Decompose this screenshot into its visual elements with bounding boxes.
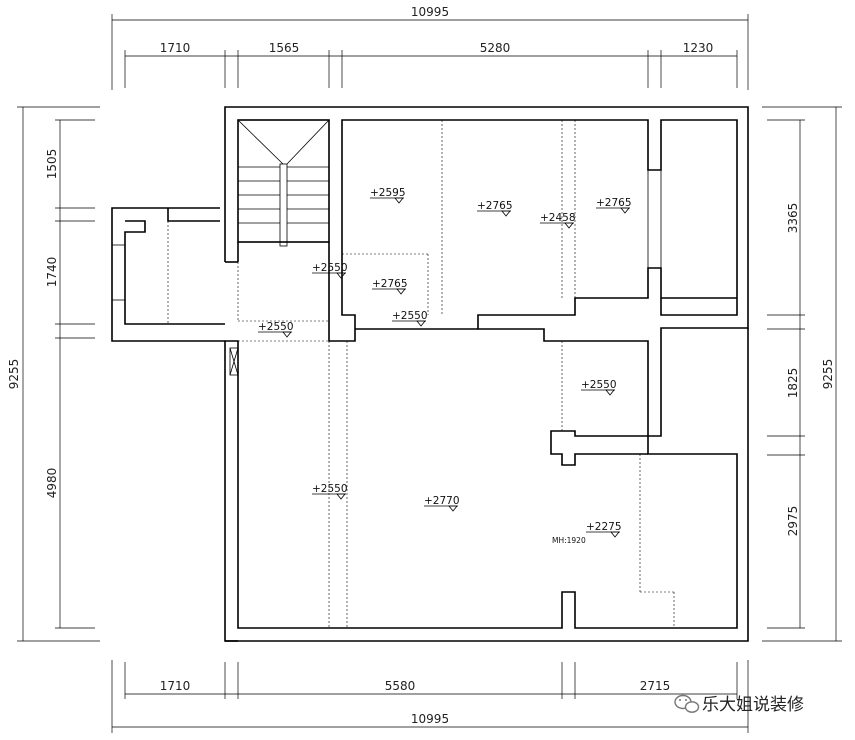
bottom-dimension-2: 5580 — [385, 679, 416, 693]
level-label: +2458 — [540, 212, 576, 224]
left-dimension-chain: 9255 1505 1740 4980 — [7, 106, 100, 642]
level-label: +2765 — [596, 197, 632, 209]
level-label: +2550 — [581, 379, 617, 391]
level-marker: +2765 — [477, 200, 513, 217]
level-label: +2550 — [312, 483, 348, 495]
level-label: +2765 — [477, 200, 513, 212]
level-label: +2595 — [370, 187, 406, 199]
top-dimension-4: 1230 — [683, 41, 714, 55]
level-marker: +2770 — [424, 495, 460, 512]
bottom-dimension-1: 1710 — [160, 679, 191, 693]
top-total-dimension: 10995 — [411, 5, 449, 19]
level-label: +2550 — [312, 262, 348, 274]
closet-symbol — [229, 347, 239, 376]
right-total-dimension: 9255 — [821, 359, 835, 390]
bottom-dimension-chain: 1710 5580 2715 10995 — [111, 660, 749, 733]
level-marker: +2550 — [258, 321, 294, 338]
left-dimension-3: 4980 — [45, 468, 59, 499]
top-dimension-1: 1710 — [160, 41, 191, 55]
right-dimension-chain: 3365 1825 2975 9255 — [762, 106, 842, 642]
top-dimension-chain: 10995 1710 1565 5280 1230 — [111, 5, 749, 90]
walls — [111, 106, 749, 642]
staircase — [237, 119, 330, 247]
level-label: +2550 — [392, 310, 428, 322]
left-dimension-2: 1740 — [45, 257, 59, 288]
level-marker: +2550 — [312, 483, 348, 500]
top-dimension-3: 5280 — [480, 41, 511, 55]
level-label: +2765 — [372, 278, 408, 290]
left-total-dimension: 9255 — [7, 359, 21, 390]
left-dimension-1: 1505 — [45, 149, 59, 180]
right-dimension-3: 2975 — [786, 506, 800, 537]
level-marker: +2595 — [370, 187, 406, 204]
ceiling-lines — [167, 120, 675, 628]
level-marker: +2275 — [586, 521, 622, 538]
bottom-dimension-3: 2715 — [640, 679, 671, 693]
level-marker: +2765 — [372, 278, 408, 295]
level-marker: +2458 — [540, 212, 576, 229]
wechat-bubble-icon — [674, 694, 700, 713]
level-label: +2770 — [424, 495, 460, 507]
level-label: +2275 — [586, 521, 622, 533]
right-dimension-2: 1825 — [786, 368, 800, 399]
bottom-total-dimension: 10995 — [411, 712, 449, 726]
top-dimension-2: 1565 — [269, 41, 300, 55]
level-marker: +2550 — [312, 262, 348, 279]
level-marker: +2550 — [392, 310, 428, 327]
right-dimension-1: 3365 — [786, 203, 800, 234]
mh-note: MH:1920 — [552, 536, 586, 545]
level-markers: +2595 +2765 +2458 +2765 +2550 +2765 — [258, 187, 632, 538]
level-label: +2550 — [258, 321, 294, 333]
watermark-text: 乐大姐说装修 — [702, 695, 804, 715]
level-marker: +2550 — [581, 379, 617, 396]
level-marker: +2765 — [596, 197, 632, 214]
watermark: 乐大姐说装修 — [674, 694, 804, 715]
